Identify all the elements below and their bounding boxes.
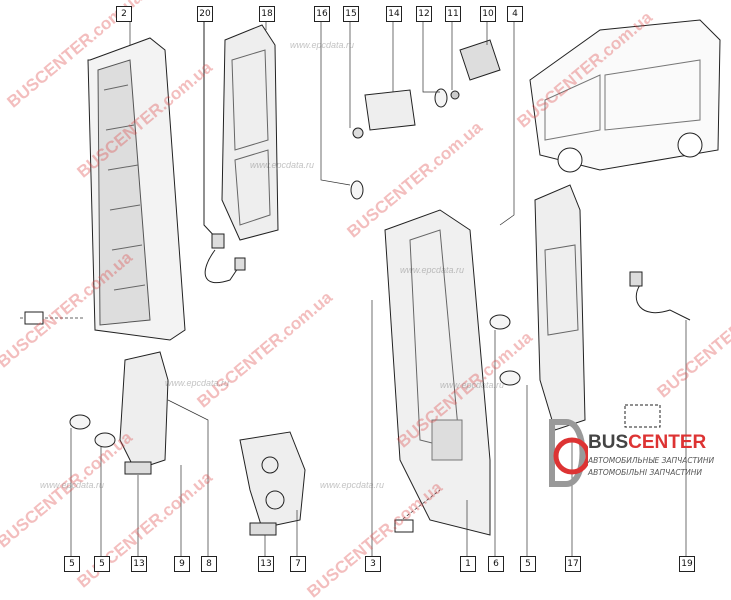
part-callout: 20 xyxy=(197,6,213,22)
part-callout: 9 xyxy=(174,556,190,572)
logo-tagline-ua: АВТОМОБІЛЬНІ ЗАПЧАСТИНИ xyxy=(588,468,703,477)
part-callout: 6 xyxy=(488,556,504,572)
part-callout: 19 xyxy=(679,556,695,572)
part-callout: 10 xyxy=(480,6,496,22)
part-callout: 15 xyxy=(343,6,359,22)
part-callout: 12 xyxy=(416,6,432,22)
logo-text-bus: BUS xyxy=(588,432,629,453)
part-callout: 13 xyxy=(131,556,147,572)
part-callout: 2 xyxy=(116,6,132,22)
part-callout: 5 xyxy=(520,556,536,572)
buscenter-logo: BUSCENTER АВТОМОБИЛЬНЫЕ ЗАПЧАСТИНИ АВТОМ… xyxy=(548,418,728,488)
part-7-lamp xyxy=(239,431,306,529)
part-callout: 13 xyxy=(258,556,274,572)
van-illustration xyxy=(529,19,721,171)
logo-text-center: CENTER xyxy=(628,432,707,453)
part-callout: 18 xyxy=(259,6,275,22)
part-14-brake-light xyxy=(364,89,416,131)
part-callout: 8 xyxy=(201,556,217,572)
part-callout: 17 xyxy=(565,556,581,572)
part-1-pillar xyxy=(384,209,491,536)
logo-tagline-ru: АВТОМОБИЛЬНЫЕ ЗАПЧАСТИНИ xyxy=(588,456,715,465)
part-callout: 16 xyxy=(314,6,330,22)
part-callout: 7 xyxy=(290,556,306,572)
part-callout: 5 xyxy=(64,556,80,572)
part-6-lamp xyxy=(534,184,586,431)
part-callout: 5 xyxy=(94,556,110,572)
part-18-lamp-housing xyxy=(221,24,279,241)
part-callout: 1 xyxy=(460,556,476,572)
part-callout: 11 xyxy=(445,6,461,22)
part-callout: 4 xyxy=(507,6,523,22)
part-callout: 3 xyxy=(365,556,381,572)
part-callout: 14 xyxy=(386,6,402,22)
part-8-lamp xyxy=(119,351,169,471)
